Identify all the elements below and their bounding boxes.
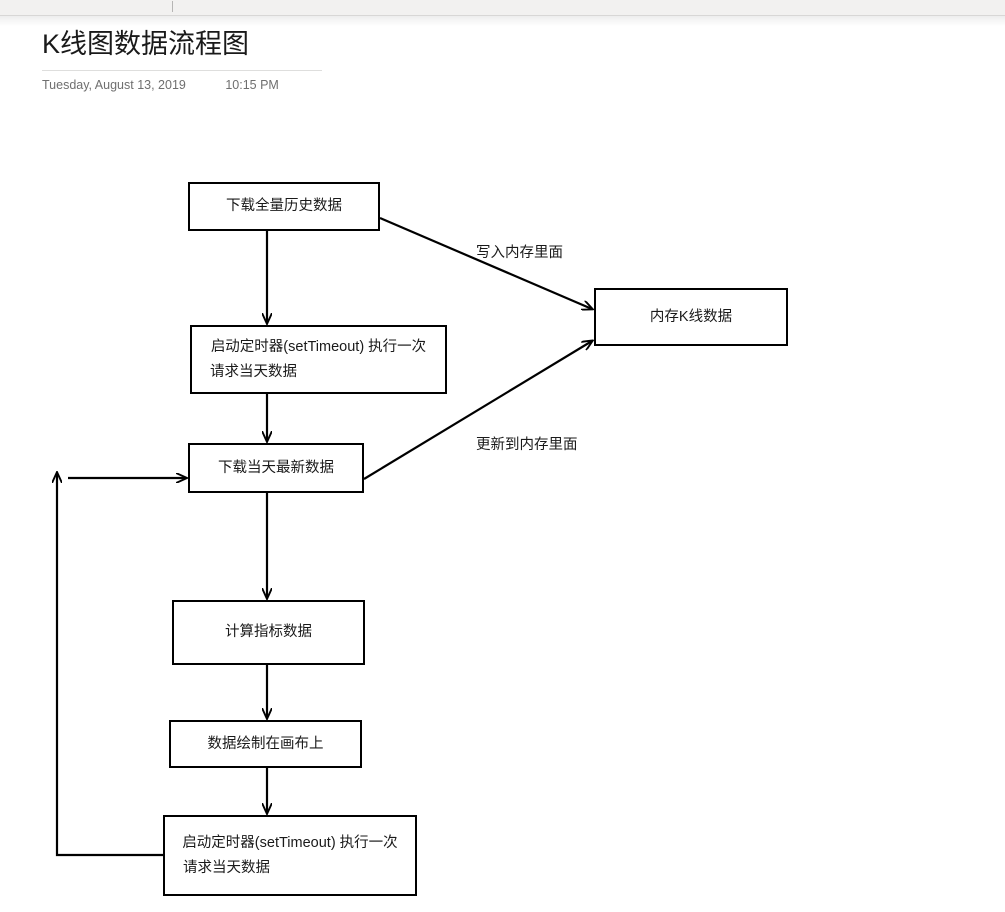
edge-n7-n3-loop [57,473,163,857]
edge-label-write-to-memory: 写入内存里面 [476,245,563,261]
chrome-shadow [0,16,1005,26]
node-start-timer-top[interactable]: 启动定时器(setTimeout) 执行一次 请求当天数据 [190,325,447,394]
page-date: Tuesday, August 13, 2019 [42,78,186,92]
edge-n3-n4 [363,341,592,480]
node-label-line2: 请求当天数据 [183,859,270,876]
page-metadata: Tuesday, August 13, 2019 10:15 PM [42,78,462,92]
node-memory-kline-data[interactable]: 内存K线数据 [594,288,788,346]
node-label: 数据绘制在画布上 [207,735,324,752]
node-label: 计算指标数据 [225,624,312,640]
title-divider [42,70,322,71]
node-label-line2: 请求当天数据 [210,363,297,380]
chrome-tick-mark [172,1,173,12]
edge-label-update-to-memory: 更新到内存里面 [476,437,578,453]
page-time: 10:15 PM [225,78,279,92]
node-label-line1: 启动定时器(setTimeout) 执行一次 [210,338,427,355]
node-download-full-history[interactable]: 下载全量历史数据 [188,182,380,231]
node-label: 内存K线数据 [649,308,733,325]
page-header: K线图数据流程图 Tuesday, August 13, 2019 10:15 … [42,26,462,92]
app-chrome-bar [0,0,1005,16]
node-label: 下载当天最新数据 [218,459,334,476]
node-download-today-latest[interactable]: 下载当天最新数据 [188,443,364,493]
edge-n1-n4 [379,216,592,309]
page-title[interactable]: K线图数据流程图 [42,29,250,59]
node-calculate-indicators[interactable]: 计算指标数据 [172,600,365,665]
node-label: 下载全量历史数据 [226,198,342,214]
node-label-line1: 启动定时器(setTimeout) 执行一次 [182,834,398,851]
node-draw-on-canvas[interactable]: 数据绘制在画布上 [169,720,362,768]
node-start-timer-bottom[interactable]: 启动定时器(setTimeout) 执行一次 请求当天数据 [163,815,417,896]
